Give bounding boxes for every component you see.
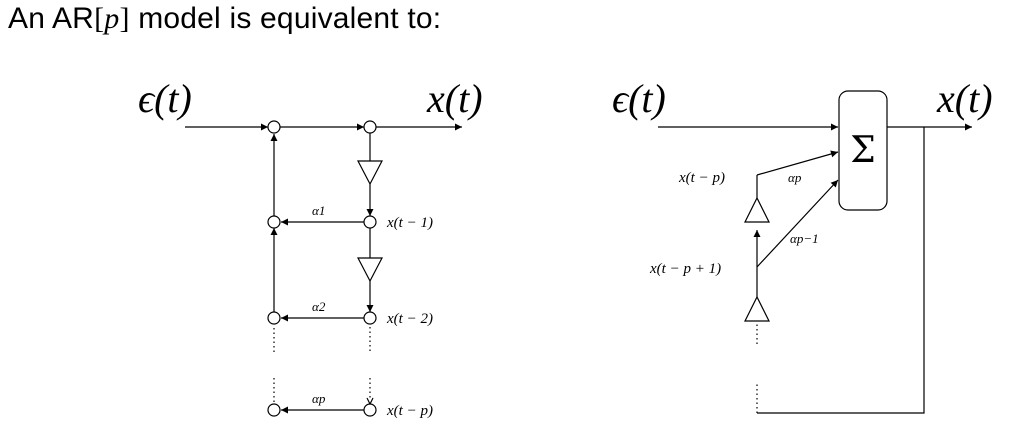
left-node-delay-2 bbox=[363, 311, 377, 325]
right-input-label: ϵ(t) bbox=[612, 76, 666, 121]
heading-open-bracket: [ bbox=[94, 2, 105, 35]
delay-triangle-2 bbox=[357, 257, 383, 283]
delay-tick-right bbox=[369, 397, 374, 405]
feedback-line bbox=[757, 127, 925, 414]
delay-label-p: x(t − p) bbox=[386, 403, 433, 419]
heading-param: p bbox=[104, 2, 120, 35]
delay-tick-left bbox=[366, 397, 371, 405]
right-output-label: x(t) bbox=[936, 76, 993, 121]
left-node-top-output bbox=[363, 120, 377, 134]
alpha-p-arrow bbox=[756, 150, 839, 176]
left-node-delay-1 bbox=[363, 215, 377, 229]
right-coef-p-1: αp−1 bbox=[790, 231, 819, 246]
left-node-top-sum bbox=[267, 120, 281, 134]
coef-label-1: α1 bbox=[312, 203, 325, 218]
left-node-delay-p bbox=[363, 403, 377, 417]
sum-block bbox=[838, 90, 888, 211]
right-delay-label-p: x(t − p) bbox=[678, 170, 725, 186]
coef-label-p: αp bbox=[312, 391, 326, 406]
heading-prefix: An AR bbox=[8, 2, 95, 35]
alpha-p-1-arrow bbox=[756, 179, 839, 268]
left-output-label: x(t) bbox=[426, 76, 483, 121]
delay-label-1: x(t − 1) bbox=[386, 215, 433, 231]
heading-close-bracket: ] bbox=[119, 2, 130, 35]
page-heading: An AR[p] model is equivalent to: bbox=[8, 2, 441, 36]
coef-label-2: α2 bbox=[312, 299, 326, 314]
left-node-sum-1 bbox=[267, 215, 281, 229]
chain-delay-triangle-2 bbox=[744, 196, 770, 223]
heading-suffix: model is equivalent to: bbox=[129, 2, 442, 35]
delay-label-2: x(t − 2) bbox=[386, 311, 433, 327]
sum-symbol: Σ bbox=[850, 130, 875, 171]
chain-delay-triangle-1 bbox=[744, 295, 770, 322]
left-input-label: ϵ(t) bbox=[138, 76, 192, 121]
right-coef-p: αp bbox=[788, 170, 802, 185]
left-diagram: ϵ(t) x(t) α1 α2 αp x(t − 1) x(t − 2) x(t… bbox=[138, 76, 483, 419]
right-diagram: ϵ(t) x(t) Σ αp αp−1 x(t − p) x(t − p + 1… bbox=[612, 76, 993, 414]
delay-triangle-1 bbox=[357, 160, 383, 186]
left-node-sum-p bbox=[267, 403, 281, 417]
left-node-sum-2 bbox=[267, 311, 281, 325]
right-delay-label-p-1: x(t − p + 1) bbox=[649, 261, 721, 277]
